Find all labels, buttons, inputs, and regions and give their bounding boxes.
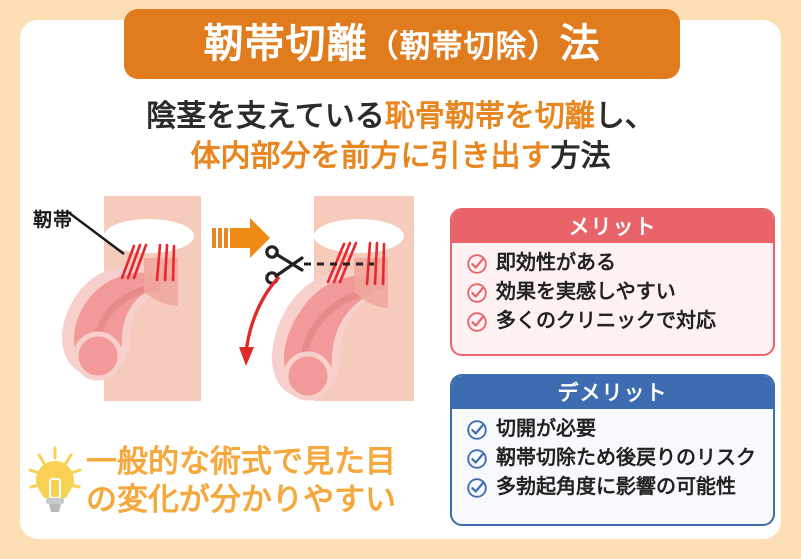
summary-callout: 一般的な術式で見た目 の変化が分かりやすい xyxy=(26,433,436,529)
demerit-item-label: 切開が必要 xyxy=(496,418,596,440)
title-paren-close: ） xyxy=(527,29,560,64)
subtitle-highlight-2: 体内部分を前方に引き出す xyxy=(190,139,551,173)
demerit-heading: デメリット xyxy=(452,376,773,409)
subtitle-plain-b: し、 xyxy=(594,100,655,133)
anatomy-after-diagram xyxy=(272,196,414,401)
scissors-icon xyxy=(265,245,304,285)
callout-line-2: の変化が分かりやすい xyxy=(86,482,396,517)
merit-list: 即効性がある 効果を実感しやすい 多くのクリニックで対応 xyxy=(452,243,773,343)
circle-check-icon xyxy=(467,448,487,469)
circle-check-icon xyxy=(467,253,487,274)
merit-item-label: 即効性がある xyxy=(496,252,616,274)
subtitle-plain-a: 陰茎を支えている xyxy=(146,100,385,133)
subtitle-line-1: 陰茎を支えている恥骨靭帯を切離し、 xyxy=(0,97,801,137)
demerit-item: 切開が必要 xyxy=(466,418,773,441)
anatomy-before-diagram xyxy=(62,196,201,401)
ligament-leader-line xyxy=(67,211,125,255)
demerit-item: 靭帯切除ため後戻りのリスク xyxy=(466,447,773,470)
demerit-item-label: 多勃起角度に影響の可能性 xyxy=(496,476,736,498)
title-main-before: 靭帯切離 xyxy=(203,22,368,66)
orange-right-arrow-icon xyxy=(212,218,270,258)
subtitle-line-2: 体内部分を前方に引き出す方法 xyxy=(0,137,801,177)
summary-callout-text: 一般的な術式で見た目 の変化が分かりやすい xyxy=(86,443,396,519)
circle-check-icon xyxy=(467,282,487,303)
subtitle-plain-c: 方法 xyxy=(550,139,611,173)
demerit-list: 切開が必要 靭帯切除ため後戻りのリスク 多勃起角度に影響の可能性 xyxy=(452,409,773,509)
circle-check-icon xyxy=(467,419,487,440)
callout-line-1: 一般的な術式で見た目 xyxy=(86,444,396,480)
merit-item: 効果を実感しやすい xyxy=(466,281,773,304)
merit-item: 即効性がある xyxy=(466,252,773,275)
ligament-label: 靭帯 xyxy=(33,210,74,231)
merit-item-label: 多くのクリニックで対応 xyxy=(496,310,716,332)
anatomy-illustration-group xyxy=(26,196,436,401)
lightbulb-icon xyxy=(28,446,82,512)
merit-panel: メリット 即効性がある 効果を実感しやすい xyxy=(450,208,775,356)
circle-check-icon xyxy=(467,311,487,332)
circle-check-icon xyxy=(467,477,487,498)
title-main-after: 法 xyxy=(559,22,601,66)
title-paren-text: 靭帯切除 xyxy=(399,29,528,64)
merit-item: 多くのクリニックで対応 xyxy=(466,310,773,333)
red-curved-arrow-icon xyxy=(239,276,280,366)
merit-heading: メリット xyxy=(452,210,773,243)
merit-item-label: 効果を実感しやすい xyxy=(496,281,676,303)
title-banner: 靭帯切離（靭帯切除）法 xyxy=(124,9,680,79)
subtitle: 陰茎を支えている恥骨靭帯を切離し、 体内部分を前方に引き出す方法 xyxy=(0,97,801,177)
demerit-item-label: 靭帯切除ため後戻りのリスク xyxy=(496,447,756,469)
title-paren-open: （ xyxy=(367,29,400,64)
page-title: 靭帯切離（靭帯切除）法 xyxy=(204,24,601,64)
demerit-item: 多勃起角度に影響の可能性 xyxy=(466,476,773,499)
subtitle-highlight-1: 恥骨靭帯を切離 xyxy=(384,100,595,133)
demerit-panel: デメリット 切開が必要 靭帯切除ため後戻りのリスク xyxy=(450,374,775,526)
ligament-fibres xyxy=(120,243,176,282)
